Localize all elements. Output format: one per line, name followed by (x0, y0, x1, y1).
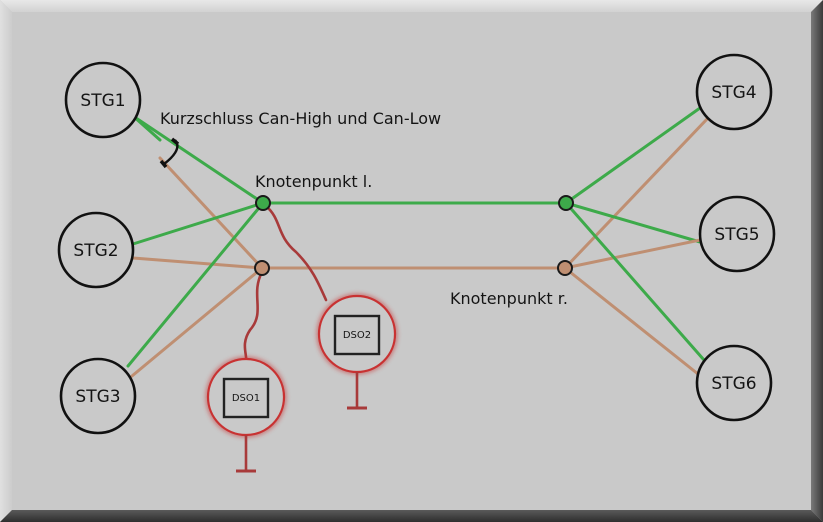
stg1-can-high-stub (131, 114, 265, 205)
stg1-control-unit: STG1 (64, 61, 142, 139)
dso1-label: DSO1 (232, 393, 260, 404)
stg4-control-unit: STG4 (695, 53, 773, 131)
stg1-can-low-stub (158, 156, 264, 270)
junction-right-label: Knotenpunkt r. (450, 289, 568, 308)
stg2-circle (57, 211, 135, 289)
stg2-can-high-stub (131, 201, 265, 246)
short-circuit-mark (159, 137, 180, 169)
stg2-control-unit: STG2 (57, 211, 135, 289)
dso1-probe-wire (243, 270, 264, 366)
stg4-can-high-stub (564, 106, 702, 205)
stg1-label: STG1 (80, 91, 125, 111)
stg5-label: STG5 (714, 225, 759, 245)
dso1-oscilloscope: DSO1 (205, 356, 287, 473)
stg6-circle (695, 344, 773, 422)
stg5-control-unit: STG5 (698, 195, 776, 273)
stg4-circle (695, 53, 773, 131)
junction-points (254, 195, 574, 276)
stg2-can-low-stub (131, 256, 264, 270)
stg6-control-unit: STG6 (695, 344, 773, 422)
junction-right-low-dot (557, 260, 573, 276)
stg4-label: STG4 (711, 83, 756, 103)
stg6-label: STG6 (711, 374, 756, 394)
stg3-can-low-stub (130, 266, 264, 378)
fault-label: Kurzschluss Can-High und Can-Low (160, 109, 441, 128)
stg3-control-unit: STG3 (59, 357, 137, 435)
junction-left-low-dot (254, 260, 270, 276)
dso2-probe-wire (264, 204, 328, 302)
diagram-panel (12, 12, 811, 510)
junction-left-high-dot (255, 195, 271, 211)
stg1-circle (64, 61, 142, 139)
stg6-can-low-stub (563, 266, 700, 376)
short-contact-top (170, 137, 180, 146)
stg5-circle (698, 195, 776, 273)
stg5-can-low-stub (563, 238, 702, 270)
short-contact-bottom (159, 159, 168, 169)
junction-left-label: Knotenpunkt l. (255, 172, 372, 191)
junction-right-high-dot (558, 195, 574, 211)
oscilloscope-probes: DSO1 DSO2 (205, 204, 398, 473)
stg3-can-high-stub (126, 201, 265, 368)
stg6-can-high-stub (564, 201, 706, 362)
stg4-can-low-stub (563, 116, 710, 270)
stg2-label: STG2 (73, 241, 118, 261)
dso1-screen (222, 377, 270, 419)
bus-wires (126, 106, 710, 378)
stg5-can-high-stub (564, 201, 702, 244)
stg1-can-high-segment (131, 114, 162, 142)
dso2-screen (333, 314, 381, 356)
dso2-label: DSO2 (343, 330, 371, 341)
stg3-circle (59, 357, 137, 435)
stg3-label: STG3 (75, 387, 120, 407)
dso2-oscilloscope: DSO2 (316, 293, 398, 410)
